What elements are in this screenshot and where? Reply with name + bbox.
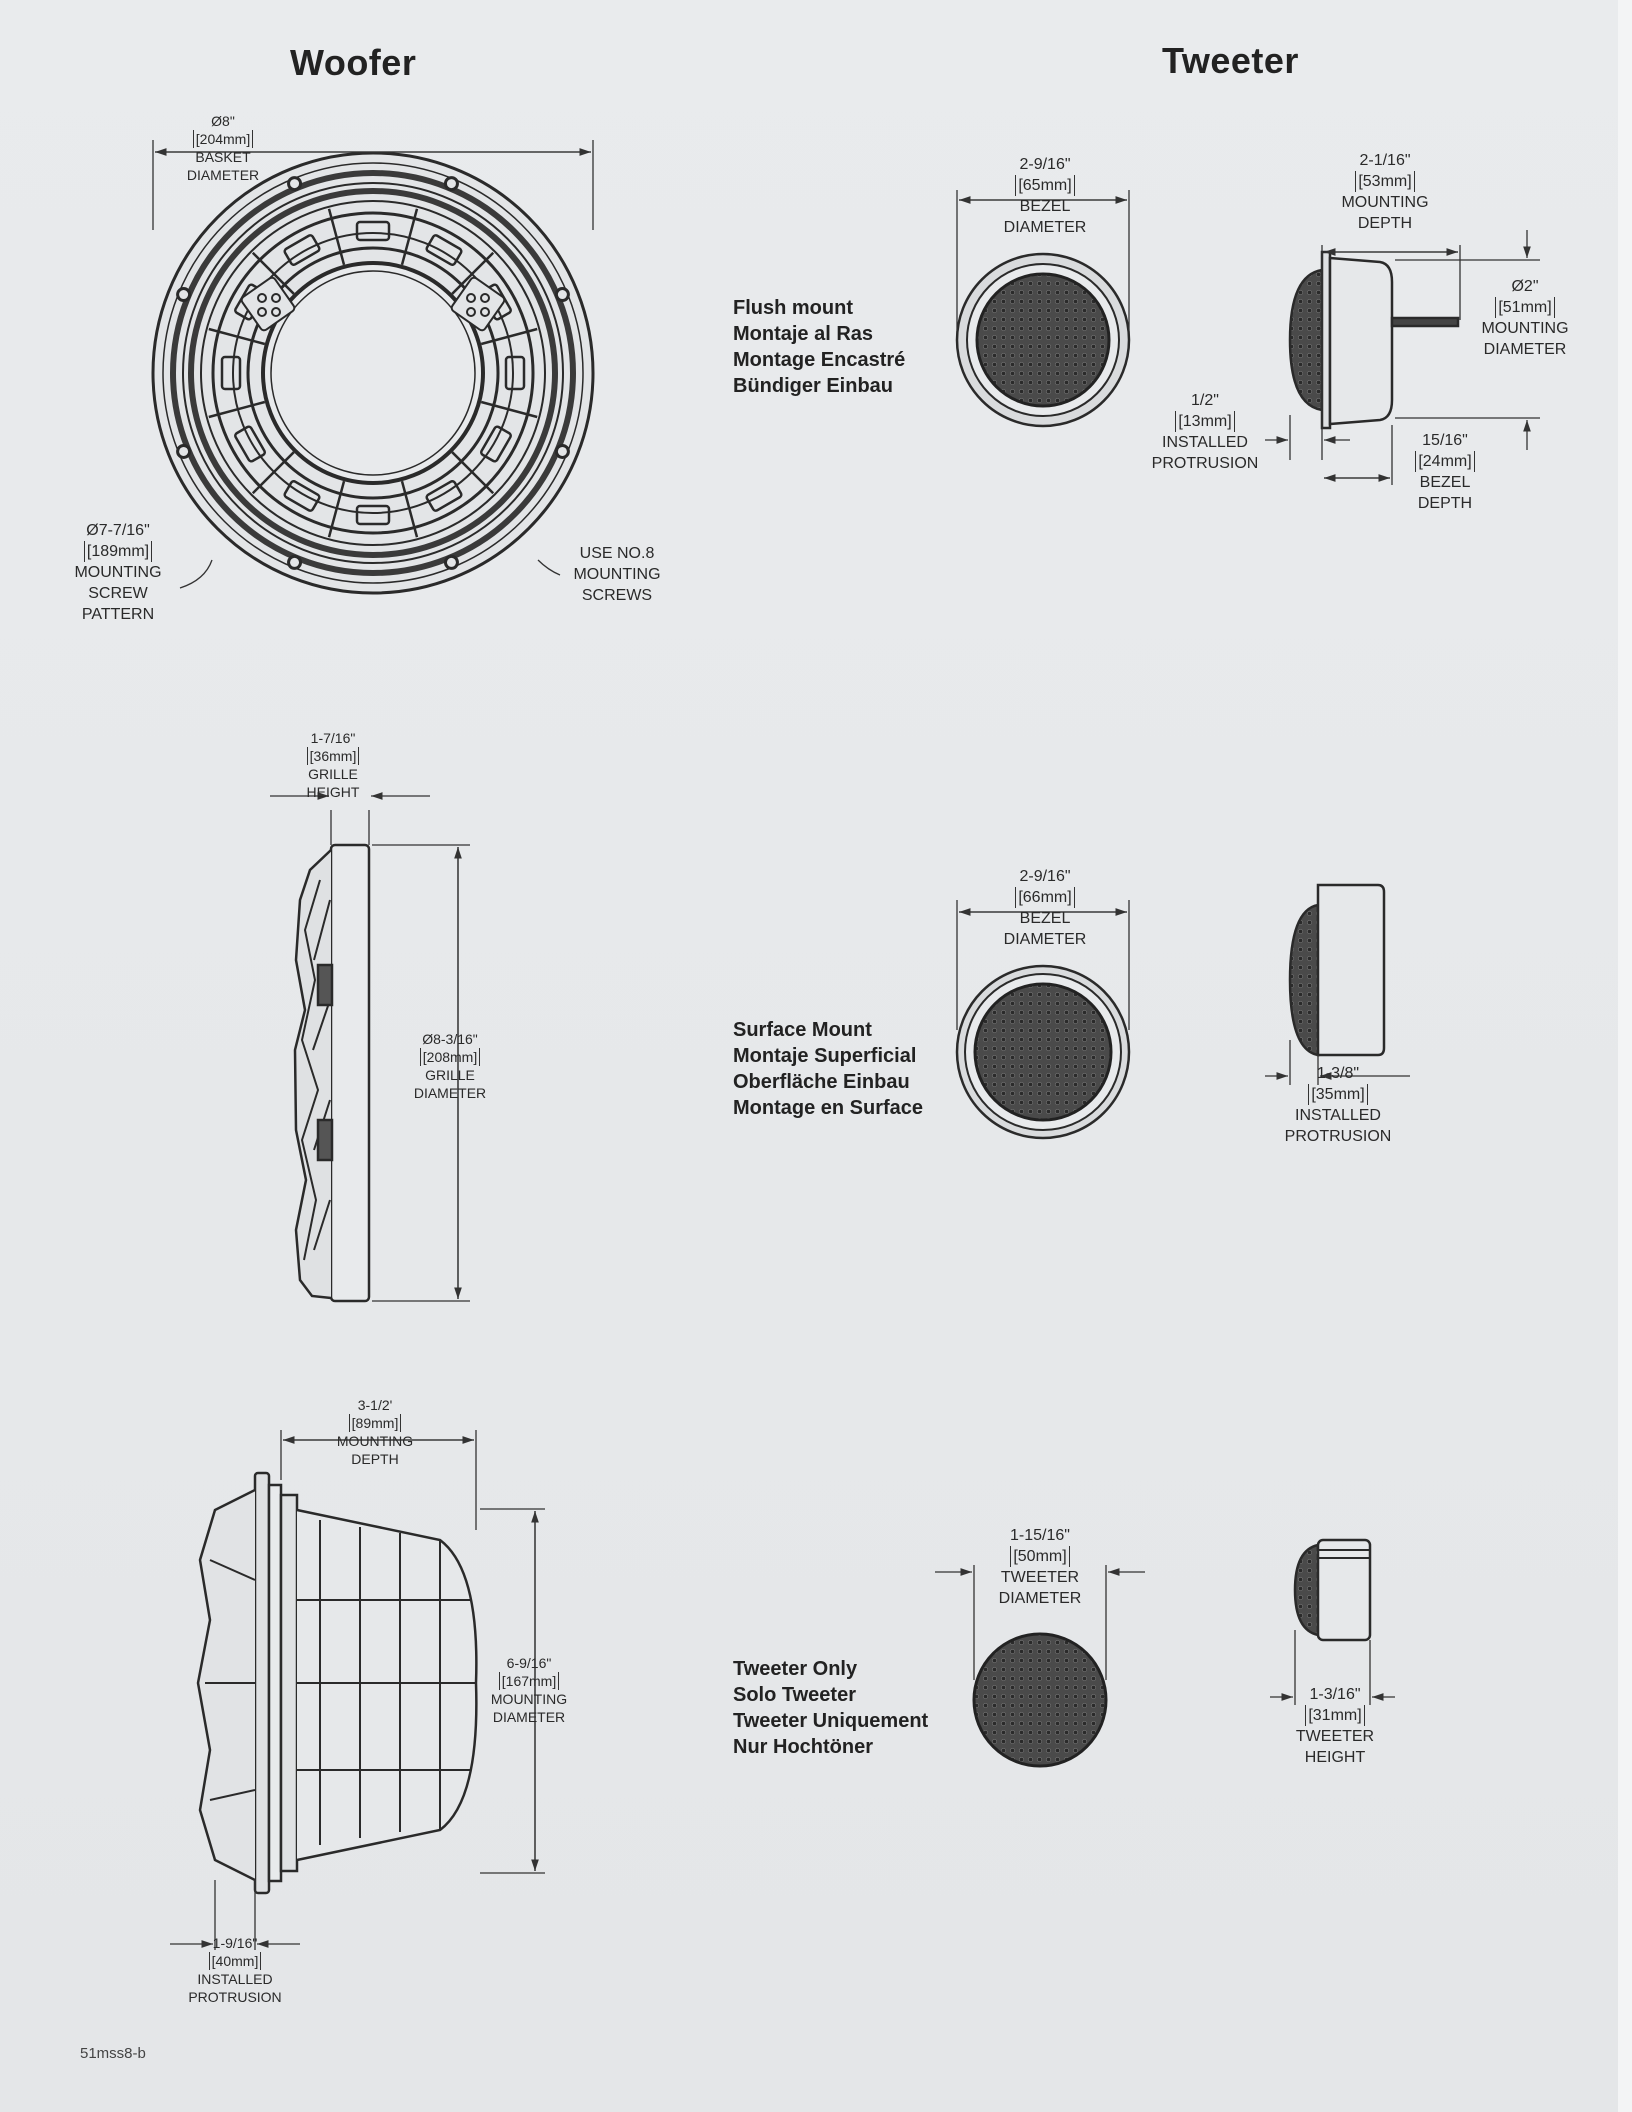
woofer-rib	[208, 327, 266, 346]
basket-diameter-label: Ø8" [204mm] BASKET DIAMETER	[186, 113, 260, 183]
woofer-rib-window	[234, 425, 266, 463]
tweeter-only-front	[972, 1632, 1108, 1768]
woofer-rib-window	[425, 234, 463, 266]
woofer-top-view	[151, 151, 595, 595]
screw-hole	[443, 554, 459, 570]
woofer-rib-window	[504, 355, 526, 391]
flush-bezel-label: 2-9/16" [65mm] BEZEL DIAMETER	[1003, 156, 1087, 236]
tweeter-only-labels: Tweeter Only Solo Tweeter Tweeter Unique…	[733, 1658, 929, 1758]
flush-tweeter-side	[1288, 250, 1460, 430]
flush-bezel-dim	[956, 190, 1130, 330]
woofer-mounting-diameter-label: 6-9/16" [167mm] MOUNTING DIAMETER	[490, 1655, 568, 1725]
grille-height-label: 1-7/16" [36mm] GRILLE HEIGHT	[306, 730, 360, 800]
surface-tweeter-front	[955, 964, 1131, 1140]
screw-pattern-label: Ø7-7/16" [189mm] MOUNTING SCREW PATTERN	[74, 522, 162, 623]
screw-hole	[443, 176, 459, 192]
screw-pattern-leader	[179, 559, 213, 589]
woofer-side-view	[293, 843, 371, 1303]
flush-protrusion-label: 1/2" [13mm] INSTALLED PROTRUSION	[1151, 392, 1259, 472]
woofer-rib	[480, 327, 538, 346]
woofer-mounting-depth-label: 3-1/2' [89mm] MOUNTING DEPTH	[336, 1397, 414, 1467]
screw-hole	[287, 176, 303, 192]
flush-depth-label: 2-1/16" [53mm] MOUNTING DEPTH	[1341, 152, 1429, 232]
screw-hole	[176, 287, 192, 303]
paper-edge	[1618, 0, 1632, 2112]
woofer-rib	[327, 480, 346, 538]
flush-tweeter-front	[955, 252, 1131, 428]
mounting-dimension-lines	[170, 1430, 545, 1950]
woofer-rib	[251, 451, 295, 495]
woofer-rib-window	[220, 355, 242, 391]
surface-mount-labels: Surface Mount Montaje Superficial Oberfl…	[733, 1019, 924, 1119]
woofer-rib	[400, 480, 419, 538]
woofer-mounting-view	[196, 1471, 478, 1895]
tweeter-title: Tweeter	[1162, 40, 1299, 81]
woofer-rib	[451, 451, 495, 495]
surface-bezel-label: 2-9/16" [66mm] BEZEL DIAMETER	[1003, 868, 1087, 948]
woofer-rib	[208, 400, 266, 419]
surface-bezel-dim	[956, 900, 1130, 1030]
woofer-protrusion-label: 1-9/16" [40mm] INSTALLED PROTRUSION	[188, 1935, 282, 2005]
tweeter-only-dims	[935, 1565, 1145, 1680]
screw-hole	[176, 443, 192, 459]
woofer-title: Woofer	[290, 42, 417, 83]
basket-dimension-line	[152, 140, 594, 230]
woofer-terminal-left	[240, 276, 296, 332]
grille-dimension-lines	[270, 792, 470, 1302]
woofer-rib-window	[355, 504, 391, 526]
woofer-rib	[400, 208, 419, 266]
surface-protrusion-label: 1-3/8" [35mm] INSTALLED PROTRUSION	[1284, 1065, 1392, 1145]
grille-diameter-label: Ø8-3/16" [208mm] GRILLE DIAMETER	[413, 1031, 487, 1101]
screw-hole	[287, 554, 303, 570]
mounting-screws-label: USE NO.8 MOUNTING SCREWS	[573, 545, 661, 604]
woofer-screw-holes	[176, 176, 570, 570]
tweeter-diameter-label: 1-15/16" [50mm] TWEETER DIAMETER	[998, 1527, 1082, 1607]
flush-mount-diameter-label: Ø2" [51mm] MOUNTING DIAMETER	[1481, 278, 1569, 358]
woofer-rib	[451, 251, 495, 295]
surface-tweeter-side	[1288, 883, 1386, 1057]
screw-hole	[554, 287, 570, 303]
screw-hole	[554, 443, 570, 459]
woofer-rib-window	[283, 234, 321, 266]
flush-side-dims	[1265, 230, 1540, 485]
woofer-rib-window	[480, 425, 512, 463]
woofer-rib-window	[355, 220, 391, 242]
surface-side-dims	[1265, 1040, 1410, 1085]
woofer-rib	[251, 251, 295, 295]
tweeter-height-label: 1-3/16" [31mm] TWEETER HEIGHT	[1295, 1686, 1375, 1766]
woofer-terminal-right	[450, 276, 506, 332]
tweeter-only-side	[1293, 1538, 1372, 1642]
flush-mount-labels: Flush mount Montaje al Ras Montage Encas…	[733, 297, 906, 397]
woofer-rib	[327, 208, 346, 266]
screws-leader	[537, 559, 561, 576]
document-code: 51mss8-b	[80, 2045, 146, 2062]
woofer-rib-window	[425, 480, 463, 512]
woofer-rib	[480, 400, 538, 419]
flush-bezel-depth-label: 15/16" [24mm] BEZEL DEPTH	[1395, 430, 1495, 514]
tweeter-only-height-dims	[1270, 1630, 1395, 1705]
woofer-rib-window	[283, 480, 321, 512]
